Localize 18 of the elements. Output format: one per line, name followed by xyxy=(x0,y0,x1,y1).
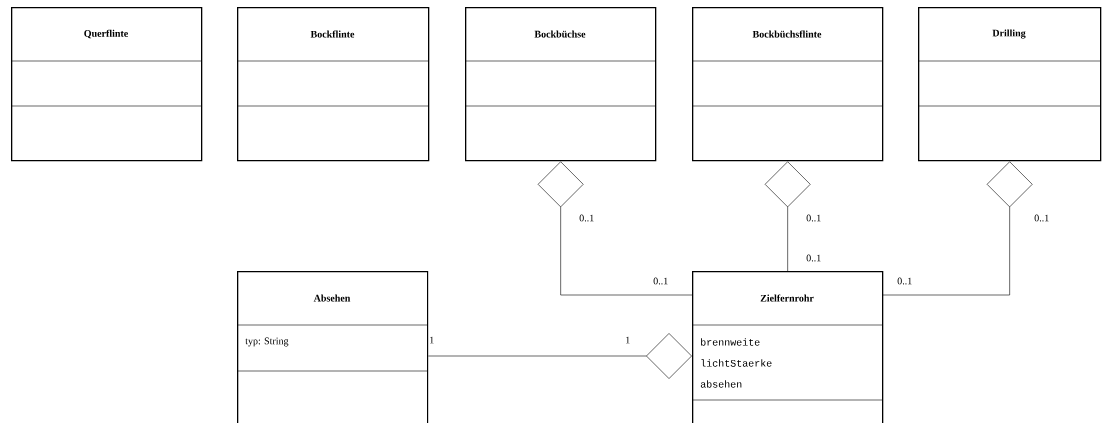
aggregation-line xyxy=(881,161,1033,296)
aggregation-line xyxy=(537,161,693,296)
multiplicity-label: 0..1 xyxy=(897,277,912,285)
multiplicity-label: 0..1 xyxy=(1034,214,1049,222)
class-box: Bockbüchsflinte xyxy=(691,7,884,162)
class-box: Drilling xyxy=(917,7,1102,162)
class-box: Querflinte xyxy=(10,7,203,162)
aggregation-line xyxy=(428,333,692,379)
class-box: Bockflinte xyxy=(236,7,430,162)
multiplicity-label: 0..1 xyxy=(579,214,594,222)
class-box: Zielfernrohr brennweite lichtStaerke absehen xyxy=(691,271,884,423)
multiplicity-label: 0..1 xyxy=(806,254,821,262)
multiplicity-label: 0..1 xyxy=(653,277,668,285)
class-box: Bockbüchse xyxy=(464,7,657,162)
multiplicity-label: 0..1 xyxy=(806,214,821,222)
aggregation-line xyxy=(764,161,811,272)
class-box: Absehen typ: String xyxy=(236,271,429,423)
multiplicity-label: 1 xyxy=(626,336,630,344)
